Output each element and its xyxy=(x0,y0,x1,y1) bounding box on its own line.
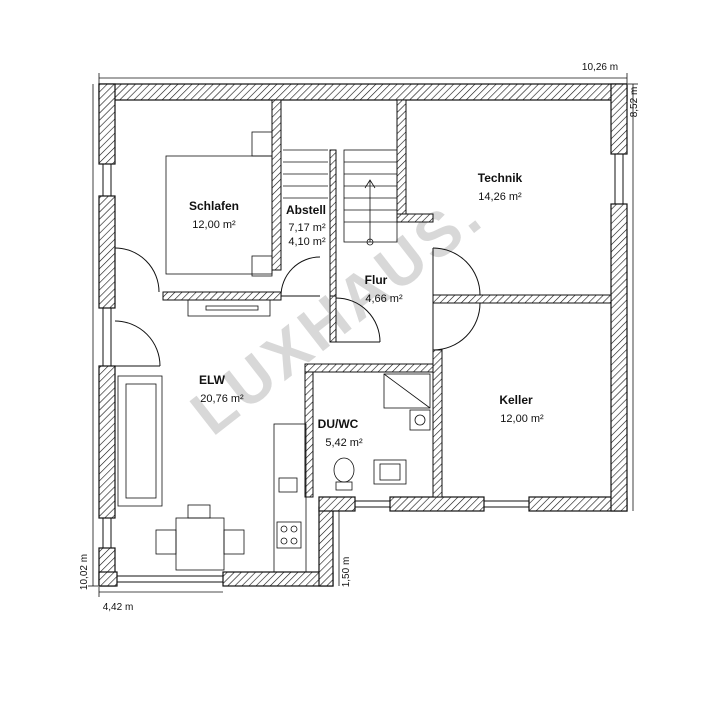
kitchen-counter xyxy=(273,423,307,573)
windows xyxy=(102,154,624,583)
room-area-elw: 20,76 m² xyxy=(200,393,244,405)
dim-step: 1,50 m xyxy=(341,557,352,588)
dim-left-depth: 10,02 m xyxy=(79,554,90,590)
dimension-labels: 10,26 m 8,52 m 10,02 m 4,42 m 1,50 m xyxy=(79,62,640,613)
room-name-abstell: Abstell xyxy=(286,203,326,217)
inner-walls xyxy=(162,99,612,498)
dimension-lines xyxy=(88,73,638,597)
room-name-elw: ELW xyxy=(199,373,226,387)
room-area-technik: 14,26 m² xyxy=(478,191,522,203)
room-name-schlafen: Schlafen xyxy=(189,199,239,213)
washbasin xyxy=(373,459,407,485)
staircase xyxy=(283,149,398,246)
dining-table xyxy=(175,517,225,571)
room-labels: Schlafen 12,00 m² Abstell 7,17 m² 4,10 m… xyxy=(189,171,544,449)
room-area-abstell: 7,17 m² xyxy=(288,222,326,234)
dim-bottom-left-width: 4,42 m xyxy=(103,602,134,613)
sofa xyxy=(117,375,163,507)
tv-unit xyxy=(187,299,271,317)
room-name-du-wc: DU/WC xyxy=(318,417,359,431)
room-name-keller: Keller xyxy=(499,393,533,407)
doors xyxy=(114,247,481,367)
wc-sink xyxy=(409,409,431,431)
bed xyxy=(165,155,273,275)
room-area2-abstell: 4,10 m² xyxy=(288,236,326,248)
room-area-schlafen: 12,00 m² xyxy=(192,219,236,231)
furniture xyxy=(117,131,431,573)
room-name-technik: Technik xyxy=(478,171,523,185)
outer-walls xyxy=(98,83,628,587)
dim-top-width: 10,26 m xyxy=(582,62,618,73)
room-name-flur: Flur xyxy=(365,273,388,287)
room-area-flur: 4,66 m² xyxy=(365,293,403,305)
room-area-du-wc: 5,42 m² xyxy=(325,437,363,449)
room-area-keller: 12,00 m² xyxy=(500,413,544,425)
shower xyxy=(383,373,431,409)
dim-right-depth: 8,52 m xyxy=(629,87,640,118)
toilet xyxy=(333,457,355,483)
